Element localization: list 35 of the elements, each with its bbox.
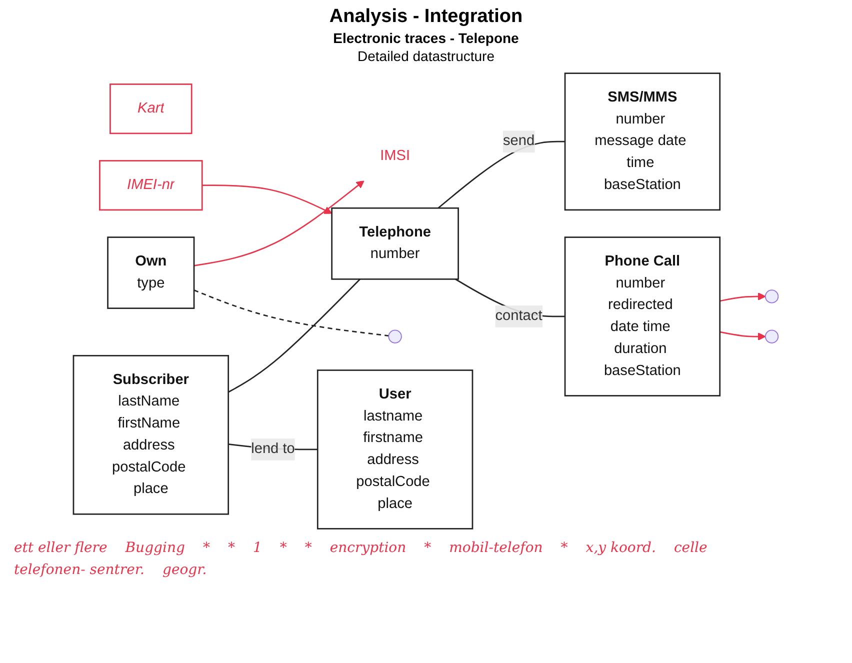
arrow xyxy=(194,180,364,266)
node-box: Subscriber lastName firstName address postalCode place xyxy=(72,354,230,515)
arrow xyxy=(720,292,766,302)
handwritten-note: * xyxy=(304,540,312,556)
node-box: User lastname firstname address postalCode place xyxy=(317,370,474,530)
subtitle: Electronic traces - Telepone xyxy=(332,30,520,46)
handwritten-note: * xyxy=(202,540,210,556)
diagram-title: Analysis - Integration xyxy=(328,6,524,28)
connector xyxy=(194,290,389,336)
edge-label: lend to xyxy=(251,441,296,457)
handwritten-note: * xyxy=(280,540,287,556)
node-text: IMSI xyxy=(380,148,410,164)
handwritten-note: * xyxy=(424,540,432,556)
handwritten-note: Bugging xyxy=(125,540,185,556)
handwritten-note: geogr. xyxy=(162,562,207,578)
handwritten-note: x,y koord. xyxy=(586,540,656,556)
handwritten-note: telefonen- sentrer. xyxy=(14,562,144,578)
arrow xyxy=(720,331,766,341)
node-box: Phone Call number redirected date time duration baseStation xyxy=(564,236,721,396)
node-box: IMEI-nr xyxy=(99,160,203,211)
node-box: SMS/MMS number message date time baseStation xyxy=(564,72,721,211)
node-box: Telephone number xyxy=(331,207,460,280)
edge-label: contact xyxy=(495,308,542,324)
handwritten-note: 1 xyxy=(252,540,262,556)
handwritten-note: mobil-telefon xyxy=(449,540,543,556)
arrow xyxy=(202,184,332,214)
handwritten-note: ett eller flere xyxy=(14,540,108,556)
handwritten-note: * xyxy=(228,540,235,556)
subtitle: Detailed datastructure xyxy=(356,48,496,64)
edge-label: send xyxy=(503,133,535,149)
handwritten-note: encryption xyxy=(330,540,406,556)
handwritten-note: * xyxy=(560,540,568,556)
node-box: Own type xyxy=(107,236,195,309)
handwritten-note: celle xyxy=(674,540,708,556)
connector xyxy=(228,278,361,393)
